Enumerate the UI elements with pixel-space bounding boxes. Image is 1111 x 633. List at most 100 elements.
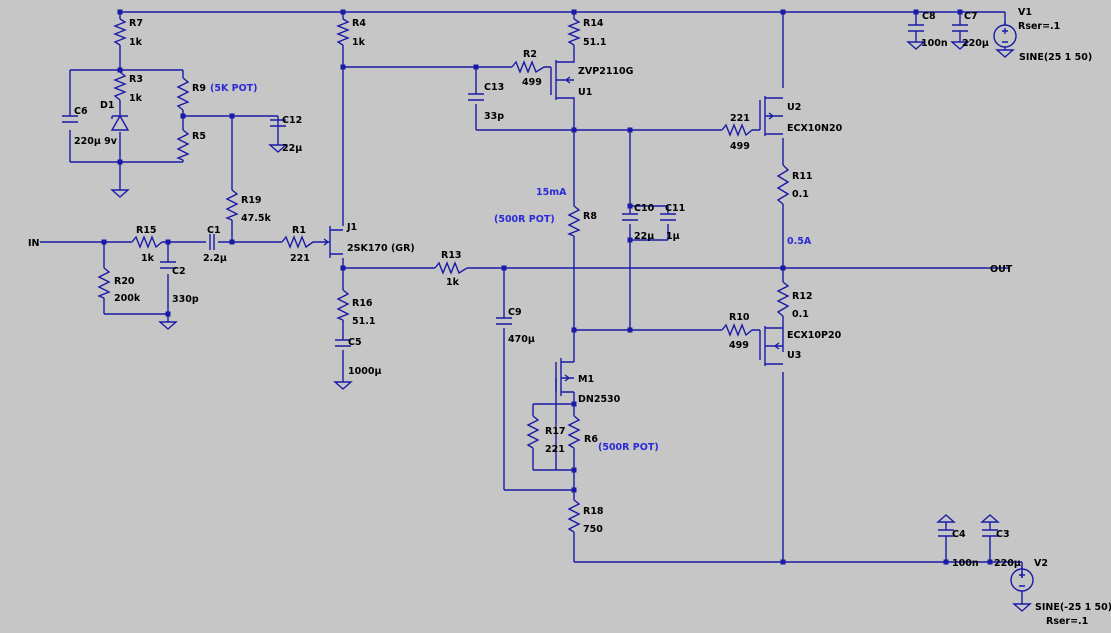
label-r14: R14 xyxy=(583,18,604,29)
label-r6: R6 xyxy=(584,434,598,445)
value-c8: 100n xyxy=(921,38,948,49)
value-u2-gate-resistor: 499 xyxy=(730,141,750,152)
rser-v2: Rser=.1 xyxy=(1046,616,1088,627)
label-r20: R20 xyxy=(114,276,135,287)
label-u2: U2 xyxy=(787,102,801,113)
label-c4: C4 xyxy=(952,529,966,540)
label-r1: R1 xyxy=(292,225,306,236)
resistor-r9 xyxy=(176,77,190,111)
value-r14: 51.1 xyxy=(583,37,606,48)
resistor-r13 xyxy=(434,261,468,275)
label-c11: C11 xyxy=(665,203,685,214)
part-u2: ECX10N20 xyxy=(787,123,843,134)
resistor-r5 xyxy=(176,129,190,161)
value-c13: 33p xyxy=(484,111,504,122)
value-r12: 0.1 xyxy=(792,309,809,320)
label-r2: R2 xyxy=(523,49,537,60)
capacitor-c2 xyxy=(160,261,176,269)
label-c13: C13 xyxy=(484,82,504,93)
note-output-current: 0.5A xyxy=(787,236,812,247)
value-c2: 330p xyxy=(172,294,199,305)
value-c11: 1µ xyxy=(666,231,680,242)
resistor-r10 xyxy=(721,323,753,337)
label-r15: R15 xyxy=(136,225,157,236)
resistor-r3 xyxy=(113,71,127,101)
value-r2: 499 xyxy=(522,77,542,88)
capacitor-c10 xyxy=(622,213,638,221)
resistor-u2-gate xyxy=(721,123,753,137)
value-r3: 1k xyxy=(129,93,143,104)
capacitor-c3 xyxy=(982,522,998,540)
value-r1: 221 xyxy=(290,253,310,264)
spec-v2: SINE(-25 1 50) xyxy=(1035,602,1111,613)
capacitor-c7 xyxy=(952,24,968,42)
part-u1: ZVP2110G xyxy=(578,66,634,77)
label-c7: C7 xyxy=(964,11,978,22)
label-r9: R9 xyxy=(192,83,206,94)
resistor-r7 xyxy=(113,18,127,46)
value-r19: 47.5k xyxy=(241,213,271,224)
resistor-r8 xyxy=(567,205,581,237)
label-u1: U1 xyxy=(578,87,592,98)
rser-v1: Rser=.1 xyxy=(1018,21,1060,32)
value-c7: 220µ xyxy=(962,38,989,49)
ground-icon xyxy=(1012,603,1032,612)
label-r12: R12 xyxy=(792,291,813,302)
value-c5: 1000µ xyxy=(348,366,381,377)
spec-v1: SINE(25 1 50) xyxy=(1019,52,1092,63)
resistors xyxy=(97,18,790,533)
resistor-r12 xyxy=(776,281,790,317)
value-c3: 220µ xyxy=(994,558,1021,569)
label-d1: D1 xyxy=(100,100,115,111)
label-r18: R18 xyxy=(583,506,604,517)
resistor-r16 xyxy=(336,289,350,321)
value-r20: 200k xyxy=(114,293,141,304)
ground-icon xyxy=(950,41,970,50)
label-c8: C8 xyxy=(922,11,936,22)
label-r4: R4 xyxy=(352,18,366,29)
mosfet-m1 xyxy=(555,358,574,396)
capacitor-c12 xyxy=(270,119,286,127)
resistor-r2 xyxy=(511,60,545,74)
capacitor-c11 xyxy=(660,213,676,221)
value-r7: 1k xyxy=(129,37,143,48)
resistor-r17 xyxy=(526,415,540,449)
value-c9: 470µ xyxy=(508,334,535,345)
part-m1: DN2530 xyxy=(578,394,621,405)
capacitor-c13 xyxy=(468,93,484,101)
mosfet-u3 xyxy=(759,326,783,366)
label-c3: C3 xyxy=(996,529,1010,540)
label-u2-gate-resistor: 221 xyxy=(730,113,750,124)
mosfet-u2 xyxy=(759,96,783,136)
part-j1: 2SK170 (GR) xyxy=(347,243,415,254)
capacitor-c1 xyxy=(209,234,215,250)
ground-icon xyxy=(110,189,130,198)
capacitors xyxy=(62,24,998,540)
ground-icon xyxy=(980,514,1000,523)
capacitor-c8 xyxy=(908,24,924,42)
ground-icon xyxy=(906,41,926,50)
zener-diode-d1 xyxy=(110,114,130,131)
resistor-r18 xyxy=(567,499,581,533)
label-c12: C12 xyxy=(282,115,302,126)
label-c6: C6 xyxy=(74,106,88,117)
part-u3: ECX10P20 xyxy=(787,330,842,341)
value-c6: 220µ 9v xyxy=(74,136,118,147)
voltage-sources xyxy=(993,22,1034,604)
ground-icon xyxy=(158,321,178,330)
resistor-r6 xyxy=(567,415,581,449)
resistor-r14 xyxy=(567,18,581,46)
net-out: OUT xyxy=(990,264,1013,275)
ground-symbols xyxy=(110,41,1032,612)
semiconductors xyxy=(110,60,783,396)
note-bias-current: 15mA xyxy=(536,187,567,198)
capacitor-c6 xyxy=(62,115,78,123)
ground-icon xyxy=(268,144,288,153)
value-r18: 750 xyxy=(583,524,603,535)
label-r8: R8 xyxy=(583,211,597,222)
label-r7: R7 xyxy=(129,18,143,29)
resistor-r19 xyxy=(225,189,239,221)
resistor-r20 xyxy=(97,267,111,299)
value-c4: 100n xyxy=(952,558,979,569)
label-r3: R3 xyxy=(129,74,143,85)
